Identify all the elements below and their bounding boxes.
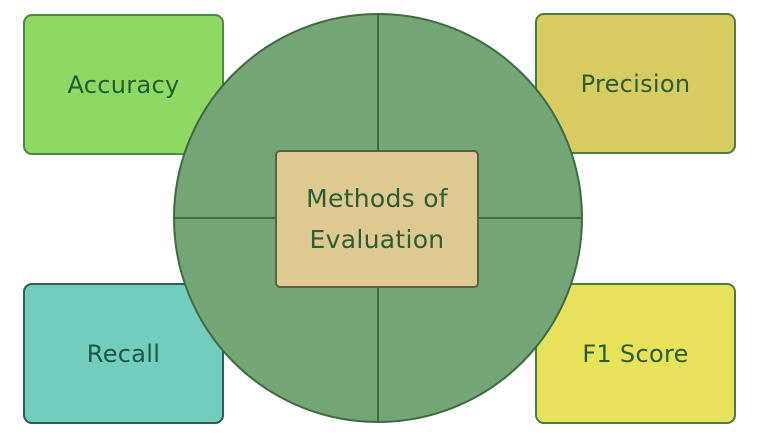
node-f1-score-label: F1 Score (582, 339, 689, 368)
center-node-label-line1: Methods of (306, 183, 448, 213)
node-recall: Recall (23, 283, 224, 424)
node-precision: Precision (535, 13, 736, 154)
node-f1-score: F1 Score (535, 283, 736, 424)
node-accuracy-label: Accuracy (67, 70, 180, 99)
center-node-label-line2: Evaluation (309, 225, 445, 254)
node-accuracy: Accuracy (23, 14, 224, 155)
node-precision-label: Precision (580, 69, 691, 98)
node-recall-label: Recall (86, 339, 161, 368)
center-node: Methods of Evaluation (275, 150, 479, 288)
